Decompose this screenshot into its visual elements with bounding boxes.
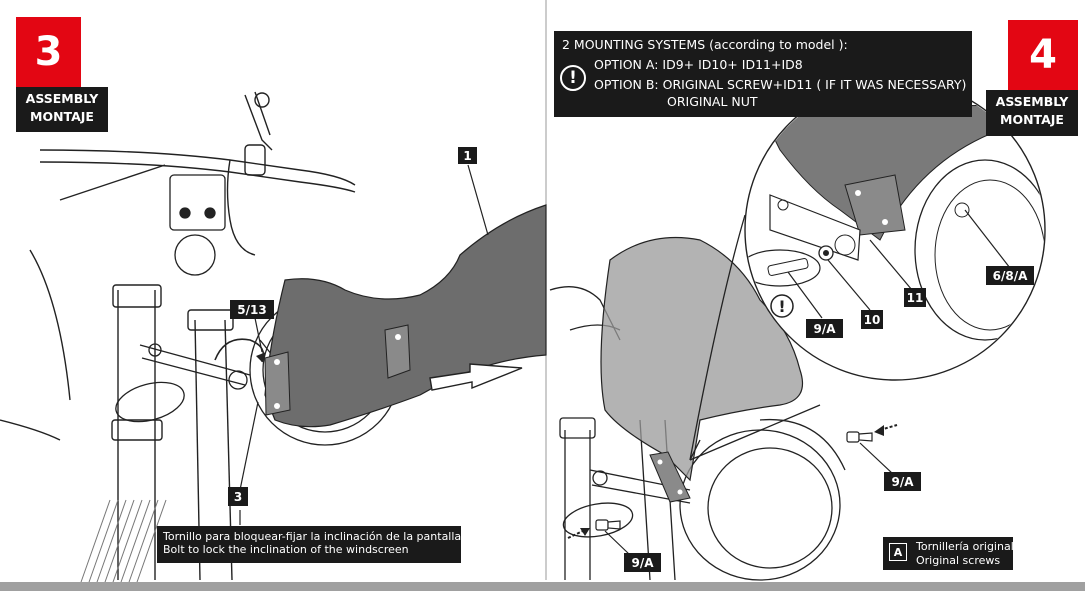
notice-option-a: OPTION A: ID9+ ID10+ ID11+ID8 bbox=[594, 57, 803, 72]
assembly-label-es: MONTAJE bbox=[1000, 112, 1064, 127]
callout-part-1: 1 bbox=[458, 147, 477, 164]
notice-title: 2 MOUNTING SYSTEMS (according to model )… bbox=[562, 37, 848, 52]
windscreen-left bbox=[264, 204, 547, 428]
bottom-bar bbox=[0, 582, 1085, 591]
callout-part-3: 3 bbox=[228, 487, 248, 506]
callout-6-8-A: 6/8/A bbox=[986, 266, 1034, 285]
callout-11: 11 bbox=[904, 288, 926, 307]
legend-box: A Tornillería original Original screws bbox=[883, 537, 1014, 570]
notice-option-b-nut: ORIGINAL NUT bbox=[667, 94, 758, 109]
screw-icon bbox=[595, 431, 873, 531]
fork-tubes-left bbox=[0, 164, 234, 581]
legend-line-es: Tornillería original bbox=[916, 540, 1014, 553]
step-number-3: 3 bbox=[16, 17, 81, 87]
assembly-label-right: ASSEMBLY MONTAJE bbox=[986, 90, 1078, 136]
caption-box: Tornillo para bloquear-fijar la inclinac… bbox=[157, 526, 469, 563]
exclamation-icon: ! bbox=[560, 65, 586, 91]
callout-9-A-lower: 9/A bbox=[624, 553, 661, 572]
caption-line-es: Tornillo para bloquear-fijar la inclinac… bbox=[163, 530, 469, 543]
detail-view bbox=[746, 104, 1044, 341]
leader-lines-right bbox=[787, 209, 1011, 319]
step-number-4: 4 bbox=[1008, 20, 1078, 90]
leader-lines-left bbox=[239, 164, 489, 525]
svg-text:!: ! bbox=[778, 297, 785, 316]
screen-adjust-plate bbox=[264, 351, 291, 416]
caption-line-en: Bolt to lock the inclination of the wind… bbox=[163, 543, 409, 556]
notice-option-b: OPTION B: ORIGINAL SCREW+ID11 ( IF IT WA… bbox=[594, 77, 967, 92]
screen-mount-plate bbox=[384, 324, 411, 379]
push-arrow-icon bbox=[429, 363, 523, 391]
assembly-label-left: ASSEMBLY MONTAJE bbox=[16, 87, 108, 132]
mounting-notice-box: 2 MOUNTING SYSTEMS (according to model )… bbox=[554, 31, 972, 117]
rotation-arrow bbox=[214, 338, 265, 363]
headlight-right bbox=[679, 418, 846, 581]
assembly-label-en: ASSEMBLY bbox=[25, 91, 99, 106]
handlebar-left bbox=[39, 91, 356, 256]
callout-bolt-5-13: 5/13 bbox=[230, 300, 274, 319]
callout-10: 10 bbox=[861, 310, 883, 329]
callout-9-A-detail: 9/A bbox=[806, 319, 843, 338]
legend-line-en: Original screws bbox=[916, 554, 1001, 567]
legend-key: A bbox=[889, 543, 907, 561]
assembly-label-es: MONTAJE bbox=[30, 109, 94, 124]
radiator-hatch bbox=[79, 499, 167, 586]
callout-9-A-upper: 9/A bbox=[884, 472, 921, 491]
exclamation-icon bbox=[770, 294, 794, 318]
windscreen-right bbox=[600, 236, 804, 482]
indicator-left bbox=[115, 343, 251, 423]
assembly-label-en: ASSEMBLY bbox=[995, 94, 1069, 109]
